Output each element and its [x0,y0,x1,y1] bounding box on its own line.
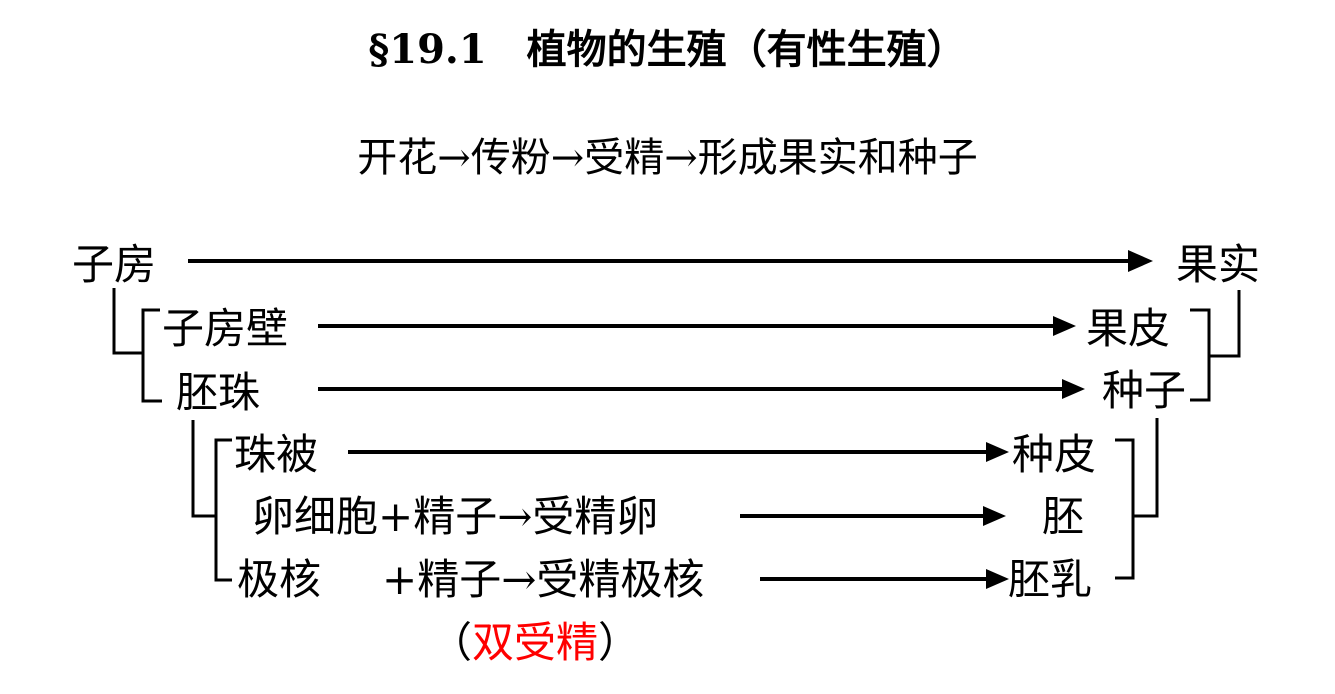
node-ovule: 胚珠 [176,368,261,417]
double-fertilization-note: （双受精） [430,622,640,664]
arrow-ovary-fruit [188,250,1153,272]
bracket-ovary [112,288,143,355]
node-embryo: 胚 [1042,492,1085,541]
node-polar-nuclei: 极核 [237,555,322,604]
arrow-ovule-seed [318,379,1085,399]
bracket-fruit [1209,290,1241,358]
bracket-seed [1133,418,1159,518]
node-egg-fertilization: 卵细胞+精子→受精卵 [252,492,659,541]
node-endosperm: 胚乳 [1008,555,1093,604]
process-flow: 开花→传粉→受精→形成果实和种子 [357,135,978,181]
arrow-polar-endosperm [760,569,1009,589]
node-seed: 种子 [1102,366,1187,415]
bracket-ovule-parts [214,438,232,582]
bracket-fruit-parts [1190,308,1211,402]
paren-open: （ [430,618,473,667]
double-fertilization-label: 双受精 [472,618,599,667]
arrow-zygote-embryo [740,506,1006,526]
node-seed-coat: 种皮 [1012,430,1097,479]
arrow-wall-pericarp [318,316,1076,336]
page-title: §19.1 植物的生殖（有性生殖） [368,26,967,73]
bracket-ovary-parts [141,308,162,403]
bracket-seed-parts [1115,438,1135,580]
bracket-ovule [191,420,216,518]
node-integument: 珠被 [234,430,319,479]
node-ovary: 子房 [72,240,157,289]
paren-close: ） [598,618,641,667]
node-ovary-wall: 子房壁 [162,304,289,353]
node-pericarp: 果皮 [1086,304,1171,353]
node-polar-fertilization: +精子→受精极核 [382,555,705,604]
node-fruit: 果实 [1176,240,1261,289]
arrow-integument-seedcoat [348,442,1009,462]
